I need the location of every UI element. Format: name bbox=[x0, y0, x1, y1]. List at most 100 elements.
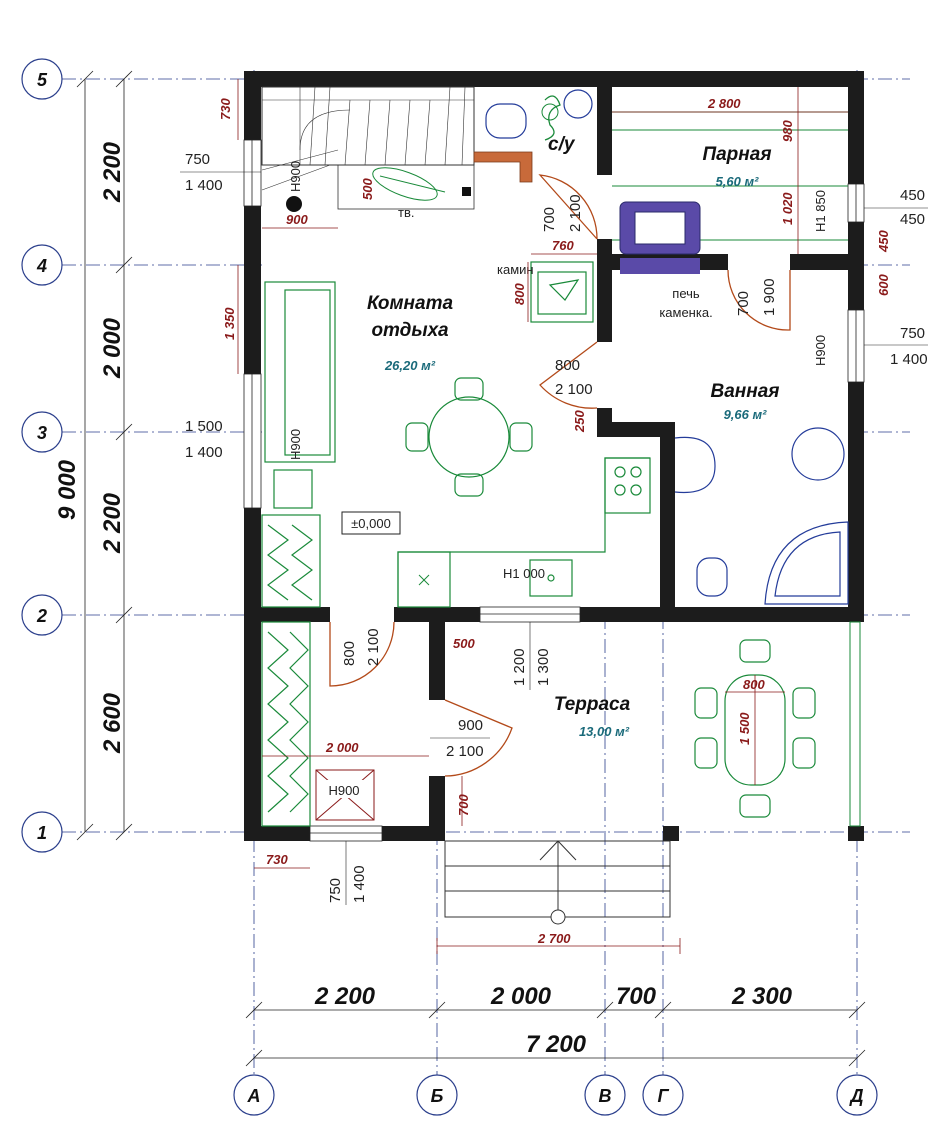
win5-width: 750 bbox=[327, 878, 344, 903]
axis-bubble-d bbox=[836, 1074, 878, 1116]
door-tambur-width: 800 bbox=[341, 641, 358, 666]
axis-bubble-3 bbox=[21, 411, 63, 453]
door-rest-width: 800 bbox=[555, 357, 580, 374]
axis-bubble-a bbox=[233, 1074, 275, 1116]
left-dimensions: 2 200 2 000 2 200 2 600 9 000 bbox=[54, 70, 133, 841]
terrace-area: 13,00 м² bbox=[579, 724, 630, 739]
axis-label-a: А bbox=[247, 1086, 261, 1106]
windows bbox=[243, 139, 865, 842]
rdim-900: 900 bbox=[286, 212, 308, 227]
window-terrace-width: 1 200 bbox=[511, 648, 528, 686]
win2-width: 1 500 bbox=[185, 418, 223, 435]
tv-label: тв. bbox=[398, 205, 414, 220]
bottom-dimensions: 2 200 2 000 700 2 300 7 200 bbox=[245, 983, 866, 1067]
rdim-2700: 2 700 bbox=[537, 931, 571, 946]
rdim-500-stair: 500 bbox=[360, 178, 375, 200]
rest-name-2: отдыха bbox=[371, 320, 449, 341]
counter-h1000: H1 000 bbox=[503, 566, 545, 581]
column-axis-bubbles: А Б В Г Д bbox=[233, 1074, 878, 1116]
door-steam-height: 1 900 bbox=[761, 278, 778, 316]
red-dimension-marks: 730 900 500 1 350 2 800 980 1 020 760 80… bbox=[218, 79, 891, 954]
dim-left-2000: 2 000 bbox=[99, 317, 126, 379]
wc-label: с/у bbox=[548, 134, 576, 155]
terrace-furniture bbox=[444, 639, 816, 925]
wc-fixtures: с/у bbox=[485, 89, 593, 155]
dim-left-2600: 2 600 bbox=[99, 692, 126, 754]
rdim-730-top: 730 bbox=[218, 98, 233, 120]
win5-height: 1 400 bbox=[351, 865, 368, 903]
axis-label-3: 3 bbox=[37, 423, 47, 443]
steam-name: Парная bbox=[702, 144, 771, 165]
dim-bottom-2000: 2 000 bbox=[490, 983, 552, 1010]
dim-bottom-2300: 2 300 bbox=[731, 983, 793, 1010]
opening-sizes: 750 1 400 1 500 1 400 450 450 750 1 400 … bbox=[180, 151, 928, 905]
door-steam-width: 700 bbox=[735, 291, 752, 316]
dim-left-total: 9 000 bbox=[54, 459, 81, 520]
axis-label-1: 1 bbox=[37, 823, 47, 843]
door-terrace-width: 900 bbox=[458, 717, 483, 734]
bath-area: 9,66 м² bbox=[724, 407, 768, 422]
bath-name: Ванная bbox=[711, 381, 780, 402]
win4-width: 750 bbox=[900, 325, 925, 342]
axis-label-5: 5 bbox=[37, 70, 48, 90]
steam-h1850: H1 850 bbox=[813, 190, 828, 232]
axis-bubble-v bbox=[584, 1074, 626, 1116]
bath-h900: H900 bbox=[813, 335, 828, 366]
stove-label-1: печь bbox=[672, 286, 700, 301]
dim-left-2200-mid: 2 200 bbox=[99, 492, 126, 554]
door-rest-height: 2 100 bbox=[555, 381, 593, 398]
dim-bottom-700: 700 bbox=[616, 983, 657, 1010]
axis-label-v: В bbox=[599, 1086, 612, 1106]
rest-name-1: Комната bbox=[367, 293, 454, 314]
window-terrace-height: 1 300 bbox=[535, 648, 552, 686]
rdim-250: 250 bbox=[572, 410, 587, 433]
rdim-450: 450 bbox=[876, 230, 891, 253]
win3-height: 450 bbox=[900, 211, 925, 228]
rest-room-furniture: камин ±0,000 H1 000 H900 H900 bbox=[261, 161, 651, 608]
rdim-800-table: 800 bbox=[743, 677, 765, 692]
win1-height: 1 400 bbox=[185, 177, 223, 194]
win2-height: 1 400 bbox=[185, 444, 223, 461]
tv-stand: тв. bbox=[372, 167, 446, 220]
door-wc-width: 700 bbox=[541, 207, 558, 232]
rdim-800-fire: 800 bbox=[512, 283, 527, 305]
rdim-760: 760 bbox=[552, 238, 574, 253]
axis-label-4: 4 bbox=[36, 256, 47, 276]
win3-width: 450 bbox=[900, 187, 925, 204]
dim-bottom-2200: 2 200 bbox=[314, 983, 376, 1010]
axis-label-g: Г bbox=[657, 1086, 669, 1106]
axis-label-d: Д bbox=[849, 1086, 864, 1106]
axis-bubble-4 bbox=[21, 244, 63, 286]
rdim-1020: 1 020 bbox=[780, 192, 795, 225]
tambour-furniture: H900 bbox=[261, 621, 375, 827]
row-axis-bubbles: 5 4 3 2 1 bbox=[21, 58, 63, 853]
rdim-2800: 2 800 bbox=[707, 96, 741, 111]
axis-bubble-2 bbox=[21, 594, 63, 636]
chimney bbox=[473, 151, 533, 183]
axis-label-b: Б bbox=[431, 1086, 444, 1106]
dim-left-2200-top: 2 200 bbox=[99, 141, 126, 203]
rest-area: 26,20 м² bbox=[384, 358, 436, 373]
stove-label-2: каменка. bbox=[659, 305, 712, 320]
axis-label-2: 2 bbox=[36, 606, 47, 626]
rest-h900: H900 bbox=[288, 429, 303, 460]
rdim-980: 980 bbox=[780, 120, 795, 142]
terrace-name: Терраса bbox=[554, 694, 631, 715]
win1-width: 750 bbox=[185, 151, 210, 168]
door-wc-height: 2 100 bbox=[567, 194, 584, 232]
axis-bubble-5 bbox=[21, 58, 63, 100]
stair-h900: H900 bbox=[288, 161, 303, 192]
rdim-500-terrace: 500 bbox=[453, 636, 475, 651]
rdim-600: 600 bbox=[876, 274, 891, 296]
door-terrace-height: 2 100 bbox=[446, 743, 484, 760]
win4-height: 1 400 bbox=[890, 351, 928, 368]
steam-area: 5,60 м² bbox=[716, 174, 760, 189]
rdim-700: 700 bbox=[456, 794, 471, 816]
level-mark: ±0,000 bbox=[351, 516, 391, 531]
dim-bottom-total: 7 200 bbox=[526, 1031, 587, 1058]
rdim-1500: 1 500 bbox=[737, 712, 752, 745]
rdim-2000: 2 000 bbox=[325, 740, 359, 755]
staircase bbox=[261, 86, 475, 212]
fireplace-label: камин bbox=[497, 262, 534, 277]
